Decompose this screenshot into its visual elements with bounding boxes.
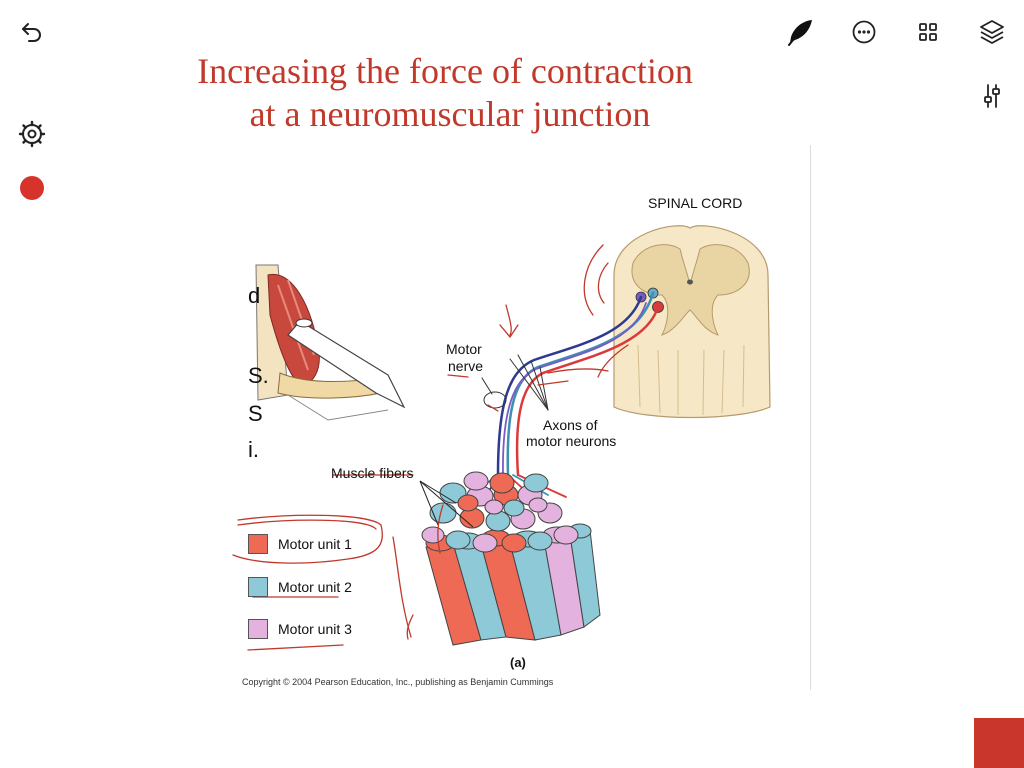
grid-icon <box>919 23 937 41</box>
page-title: Increasing the force of contraction at a… <box>0 50 890 136</box>
record-dot-icon <box>20 176 44 200</box>
pen-feather-icon <box>788 20 812 46</box>
more-icon <box>852 20 876 44</box>
legend-item-motor-unit-2: Motor unit 2 <box>248 574 352 600</box>
label-panel-a: (a) <box>510 655 526 670</box>
clipped-text-2: S. <box>248 363 269 388</box>
label-copyright: Copyright © 2004 Pearson Education, Inc.… <box>242 677 554 687</box>
label-spinal-cord: SPINAL CORD <box>648 195 743 211</box>
adjust-sliders-icon <box>984 84 1000 108</box>
clipped-text-3: S <box>248 401 263 426</box>
legend-item-motor-unit-3: Motor unit 3 <box>248 616 352 642</box>
legend-swatch-1 <box>248 534 268 554</box>
label-axons-2: motor neurons <box>526 433 617 449</box>
layers-button[interactable] <box>974 14 1010 50</box>
figure-illustration <box>232 225 771 651</box>
more-button[interactable] <box>846 14 882 50</box>
legend-swatch-2 <box>248 577 268 597</box>
settings-button[interactable] <box>14 116 50 152</box>
muscle-fiber-bundle <box>419 471 601 646</box>
label-motor-nerve-1: Motor <box>446 341 482 357</box>
clipped-text-1: d <box>248 283 261 308</box>
spinal-cord-section <box>613 225 771 419</box>
label-muscle-fibers: Muscle fibers <box>331 465 414 481</box>
label-axons-1: Axons of <box>543 417 598 433</box>
legend-label-1: Motor unit 1 <box>278 536 352 552</box>
corner-color-swatch[interactable] <box>974 718 1024 768</box>
legend-label-3: Motor unit 3 <box>278 621 352 637</box>
textbook-figure: SPINAL CORD Motor nerve Axons of motor n… <box>232 145 811 690</box>
settings-icon <box>18 120 46 148</box>
clipped-text-4: i. <box>248 437 259 462</box>
ink-annotations <box>232 244 629 651</box>
undo-button[interactable] <box>14 14 50 50</box>
layers-icon <box>980 20 1004 44</box>
pen-tool-button[interactable] <box>782 14 818 50</box>
title-line-1: Increasing the force of contraction <box>197 51 693 91</box>
legend-swatch-3 <box>248 619 268 639</box>
pages-grid-button[interactable] <box>910 14 946 50</box>
undo-icon <box>22 23 41 42</box>
label-motor-nerve-2: nerve <box>448 358 484 374</box>
legend-label-2: Motor unit 2 <box>278 579 352 595</box>
title-line-2: at a neuromuscular junction <box>249 94 651 134</box>
color-record-button[interactable] <box>14 170 50 206</box>
arm-illustration <box>255 264 406 421</box>
adjust-button[interactable] <box>974 78 1010 114</box>
legend-item-motor-unit-1: Motor unit 1 <box>248 531 352 557</box>
